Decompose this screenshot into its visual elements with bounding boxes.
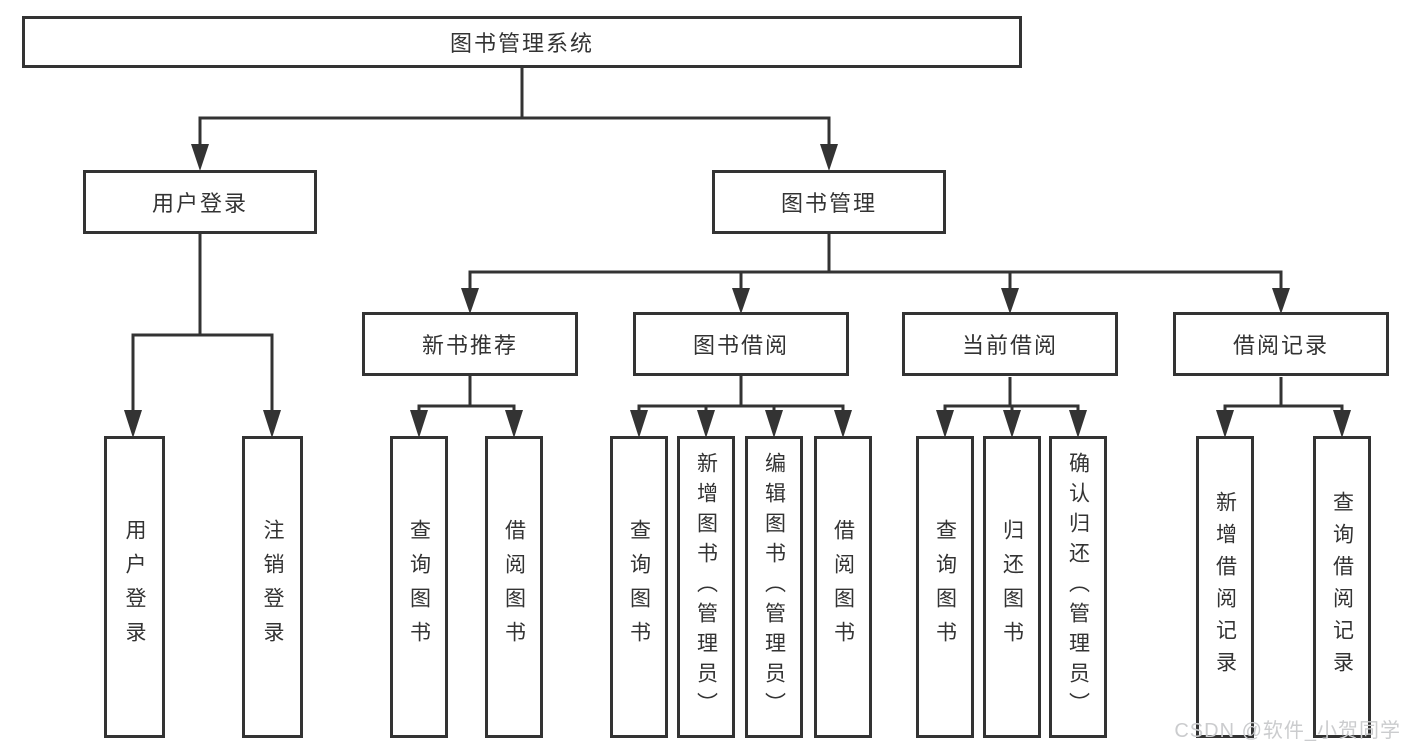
arrowheads <box>124 144 1351 438</box>
leaf-return-book: 归还图书 <box>983 436 1041 738</box>
node-label: 图书管理 <box>780 191 877 216</box>
leaf-label: 借阅图书 <box>502 519 526 655</box>
connector-bookmgmt-to-level3 <box>468 234 1283 290</box>
node-label: 图书借阅 <box>692 333 789 358</box>
node-label: 借阅记录 <box>1232 333 1329 358</box>
leaf-query-books: 查询图书 <box>390 436 448 738</box>
arrowhead <box>263 410 281 438</box>
node-library-system: 图书管理系统 <box>22 16 1022 68</box>
leaf-query-books: 查询图书 <box>610 436 668 738</box>
arrowhead <box>820 144 838 171</box>
leaf-label: 借阅图书 <box>831 519 855 655</box>
arrowhead <box>834 410 852 438</box>
leaf-label: 归还图书 <box>1000 519 1024 655</box>
leaf-label: 新增借阅记录 <box>1213 491 1237 683</box>
leaf-user-login: 用户登录 <box>104 436 165 738</box>
arrowhead <box>1003 410 1021 438</box>
node-book-management: 图书管理 <box>712 170 946 234</box>
connector-userlogin-to-leaves <box>131 234 274 412</box>
leaf-confirm-return-admin: 确认归还（管理员） <box>1049 436 1107 738</box>
node-new-book-recommend: 新书推荐 <box>362 312 578 376</box>
arrowhead <box>124 410 142 438</box>
connector-bookborrow-to-leaves <box>637 376 845 412</box>
leaf-label: 查询图书 <box>933 519 957 655</box>
leaf-borrow-books: 借阅图书 <box>814 436 872 738</box>
leaf-label: 查询图书 <box>407 519 431 655</box>
arrowhead <box>1272 288 1290 314</box>
arrowhead <box>410 410 428 438</box>
connector-records-to-leaves <box>1223 377 1344 412</box>
leaf-label: 用户登录 <box>123 519 146 655</box>
connector-root-to-level2 <box>198 68 831 146</box>
node-user-login: 用户登录 <box>83 170 317 234</box>
arrowhead <box>732 288 750 314</box>
arrowhead <box>505 410 523 438</box>
leaf-borrow-books: 借阅图书 <box>485 436 543 738</box>
arrowhead <box>1001 288 1019 314</box>
watermark: CSDN @软件_小贺同学 <box>1174 720 1401 742</box>
node-label: 图书管理系统 <box>449 31 594 56</box>
leaf-label: 注销登录 <box>261 519 284 655</box>
arrowhead <box>697 410 715 438</box>
leaf-logout: 注销登录 <box>242 436 303 738</box>
node-label: 新书推荐 <box>421 333 518 358</box>
node-label: 当前借阅 <box>961 333 1058 358</box>
leaf-add-borrow-record: 新增借阅记录 <box>1196 436 1254 738</box>
node-current-borrow: 当前借阅 <box>902 312 1118 376</box>
arrowhead <box>1333 410 1351 438</box>
leaf-edit-book-admin: 编辑图书（管理员） <box>745 436 803 738</box>
leaf-add-book-admin: 新增图书（管理员） <box>677 436 735 738</box>
connector-newbook-to-leaves <box>417 376 516 412</box>
node-borrow-records: 借阅记录 <box>1173 312 1389 376</box>
leaf-label: 确认归还（管理员） <box>1066 452 1090 722</box>
arrowhead <box>1216 410 1234 438</box>
leaf-query-books: 查询图书 <box>916 436 974 738</box>
arrowhead <box>630 410 648 438</box>
leaf-label: 查询借阅记录 <box>1330 491 1354 683</box>
arrowhead <box>191 144 209 171</box>
node-book-borrow: 图书借阅 <box>633 312 849 376</box>
leaf-label: 新增图书（管理员） <box>694 452 718 722</box>
leaf-query-borrow-record: 查询借阅记录 <box>1313 436 1371 738</box>
arrowhead <box>1069 410 1087 438</box>
arrowhead <box>461 288 479 314</box>
node-label: 用户登录 <box>151 191 248 216</box>
arrowhead <box>936 410 954 438</box>
arrowhead <box>765 410 783 438</box>
leaf-label: 查询图书 <box>627 519 651 655</box>
leaf-label: 编辑图书（管理员） <box>762 452 786 722</box>
connector-currentborrow-to-leaves <box>943 377 1080 412</box>
